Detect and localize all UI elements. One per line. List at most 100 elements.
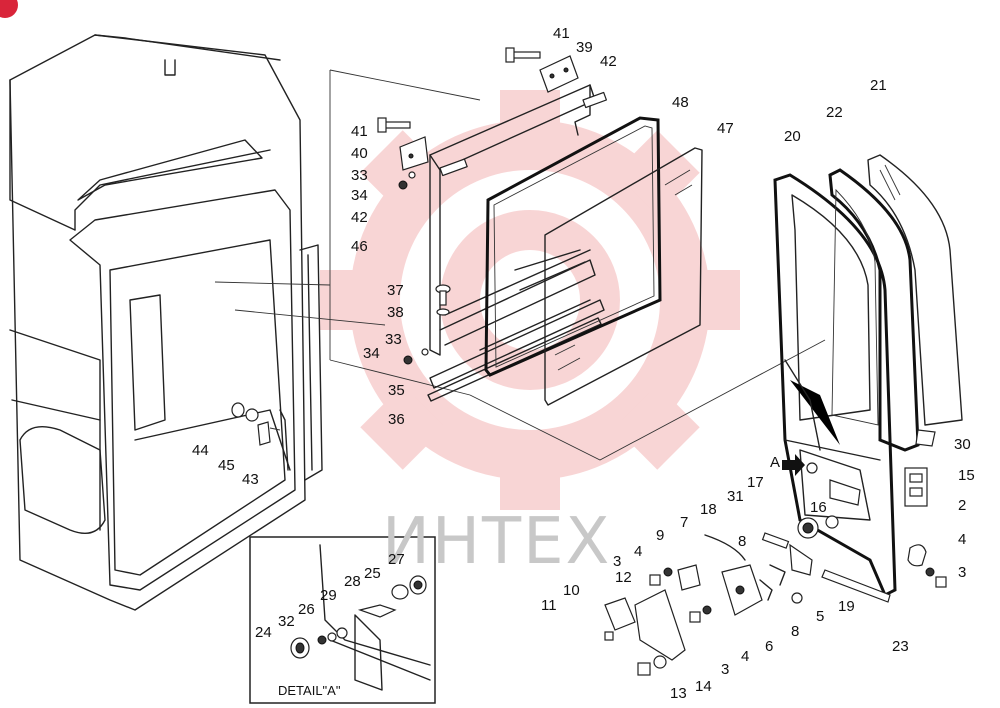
callout-label: 3 bbox=[721, 661, 729, 678]
nut-16 bbox=[825, 515, 839, 529]
callout-label: 14 bbox=[695, 678, 712, 695]
lock-mech-8b bbox=[769, 564, 786, 586]
cab-body bbox=[9, 34, 323, 611]
callout-label: 5 bbox=[816, 608, 824, 625]
callout-label: 26 bbox=[298, 601, 315, 618]
callout-label: 16 bbox=[810, 499, 827, 516]
callout-label: 6 bbox=[765, 638, 773, 655]
callout-label: 24 bbox=[255, 624, 272, 641]
callout-label: 28 bbox=[344, 573, 361, 590]
watermark-text: ИНТЕХ bbox=[382, 505, 611, 579]
hinge-40 bbox=[399, 136, 429, 171]
window-frame-46 bbox=[429, 84, 608, 356]
plate-12 bbox=[634, 589, 686, 661]
leader-lines bbox=[214, 69, 826, 461]
callout-label: 29 bbox=[320, 587, 337, 604]
callout-label: 10 bbox=[563, 582, 580, 599]
callout-label: 41 bbox=[553, 25, 570, 42]
bracket-19 bbox=[789, 543, 813, 576]
rail-35-36 bbox=[427, 299, 605, 402]
callout-label: 8 bbox=[738, 533, 746, 550]
washer-33-34-bottom bbox=[403, 348, 429, 365]
callout-label: 42 bbox=[600, 53, 617, 70]
washer-4-lower bbox=[702, 605, 712, 615]
handle-30 bbox=[915, 429, 936, 447]
hinge-39 bbox=[539, 55, 579, 93]
callout-label: 9 bbox=[656, 527, 664, 544]
callout-label: 39 bbox=[576, 39, 593, 56]
bolt-13 bbox=[637, 662, 651, 676]
washer-45 bbox=[245, 408, 259, 422]
corner-badge bbox=[0, 0, 18, 18]
callout-label: 48 bbox=[672, 94, 689, 111]
bolt-3-right bbox=[935, 576, 947, 588]
callout-label: 23 bbox=[892, 638, 909, 655]
callout-label: 27 bbox=[388, 551, 405, 568]
bolt-41-top bbox=[505, 47, 541, 63]
callout-label: 42 bbox=[351, 209, 368, 226]
latch-2 bbox=[907, 544, 927, 567]
callout-label: 45 bbox=[218, 457, 235, 474]
callout-label: 8 bbox=[791, 623, 799, 640]
callout-label: 4 bbox=[634, 543, 642, 560]
bracket-43 bbox=[257, 421, 271, 446]
washer-4-right bbox=[925, 567, 935, 577]
rod-23 bbox=[821, 569, 891, 603]
bolt-3-lower bbox=[689, 611, 701, 623]
callout-label: 34 bbox=[363, 345, 380, 362]
glass-47 bbox=[544, 147, 703, 406]
seal-48 bbox=[484, 116, 662, 377]
callout-label: 11 bbox=[541, 597, 557, 614]
cylinder-17 bbox=[797, 517, 819, 539]
bolt-41-left bbox=[377, 117, 411, 133]
glass-21 bbox=[867, 154, 963, 426]
callout-label: 20 bbox=[784, 128, 801, 145]
callout-label: 38 bbox=[387, 304, 404, 321]
washer-33-34-top bbox=[398, 171, 416, 190]
callout-label: 34 bbox=[351, 187, 368, 204]
detail-caption: DETAIL"A" bbox=[278, 683, 341, 698]
view-marker-label: A bbox=[770, 454, 780, 471]
callout-label: 33 bbox=[385, 331, 402, 348]
callout-label: 3 bbox=[613, 553, 621, 570]
callout-label: 31 bbox=[727, 488, 744, 505]
callout-label: 21 bbox=[870, 77, 887, 94]
view-arrow-a bbox=[782, 454, 818, 476]
lock-body-6 bbox=[721, 564, 763, 616]
callout-label: 4 bbox=[741, 648, 749, 665]
lock-plate-15 bbox=[904, 467, 928, 507]
callout-label: 46 bbox=[351, 238, 368, 255]
detail-a-box bbox=[249, 536, 436, 704]
callout-label: 36 bbox=[388, 411, 405, 428]
callout-label: 40 bbox=[351, 145, 368, 162]
callout-label: 32 bbox=[278, 613, 295, 630]
seal-22 bbox=[828, 168, 920, 452]
callout-label: 35 bbox=[388, 382, 405, 399]
screw-37 bbox=[435, 284, 451, 316]
callout-label: 43 bbox=[242, 471, 259, 488]
callout-label: 37 bbox=[387, 282, 404, 299]
bolt-44 bbox=[231, 402, 245, 418]
rod-31 bbox=[761, 532, 790, 549]
callout-label: 7 bbox=[680, 514, 688, 531]
callout-label: 18 bbox=[700, 501, 717, 518]
callout-label: 2 bbox=[958, 497, 966, 514]
callout-label: 15 bbox=[958, 467, 975, 484]
callout-label: 17 bbox=[747, 474, 764, 491]
callout-label: 41 bbox=[351, 123, 368, 140]
cam-9 bbox=[677, 564, 701, 591]
callout-label: 19 bbox=[838, 598, 855, 615]
callout-label: 4 bbox=[958, 531, 966, 548]
nut-5 bbox=[791, 592, 803, 604]
callout-label: 44 bbox=[192, 442, 209, 459]
bolt-3-mid bbox=[649, 574, 661, 586]
spring-8 bbox=[759, 579, 773, 601]
callout-label: 47 bbox=[717, 120, 734, 137]
callout-label: 12 bbox=[615, 569, 632, 586]
washer-4-mid bbox=[663, 567, 673, 577]
link-7 bbox=[704, 534, 746, 561]
callout-label: 30 bbox=[954, 436, 971, 453]
